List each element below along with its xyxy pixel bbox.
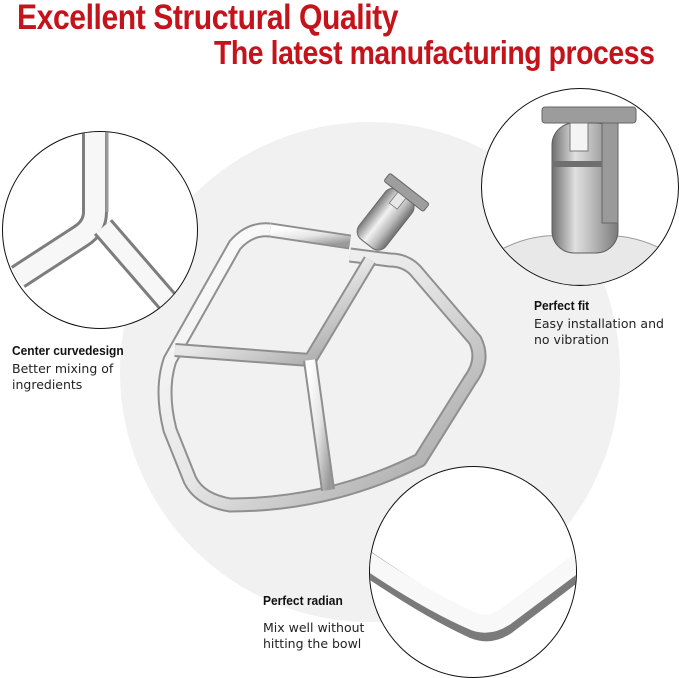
center-junction-closeup <box>2 131 198 329</box>
feature-perfect-fit: Perfect fit Easy installation and no vib… <box>534 298 674 348</box>
feature-title: Perfect radian <box>263 593 343 608</box>
y-junction-icon <box>10 132 178 310</box>
headline-title: Excellent Structural Quality <box>17 0 399 37</box>
flat-beater-icon <box>157 173 487 513</box>
feature-description: Mix well without hitting the bowl <box>263 620 365 651</box>
feature-title: Perfect fit <box>534 298 590 313</box>
feature-description: Better mixing of ingredients <box>12 361 114 392</box>
feature-center-curve: Center curvedesign Better mixing of ingr… <box>12 343 162 393</box>
bowl-edge-curve-icon <box>370 551 576 642</box>
headline-subtitle: The latest manufacturing process <box>214 34 655 71</box>
shaft-coupling-closeup <box>481 88 679 286</box>
coupling-shaft-icon <box>482 106 678 285</box>
feature-title: Center curvedesign <box>12 343 124 358</box>
feature-description: Easy installation and no vibration <box>534 316 664 347</box>
feature-perfect-radian: Perfect radian Mix well without hitting … <box>263 593 383 652</box>
edge-curve-closeup <box>369 466 577 678</box>
beater-product-image <box>150 160 490 520</box>
